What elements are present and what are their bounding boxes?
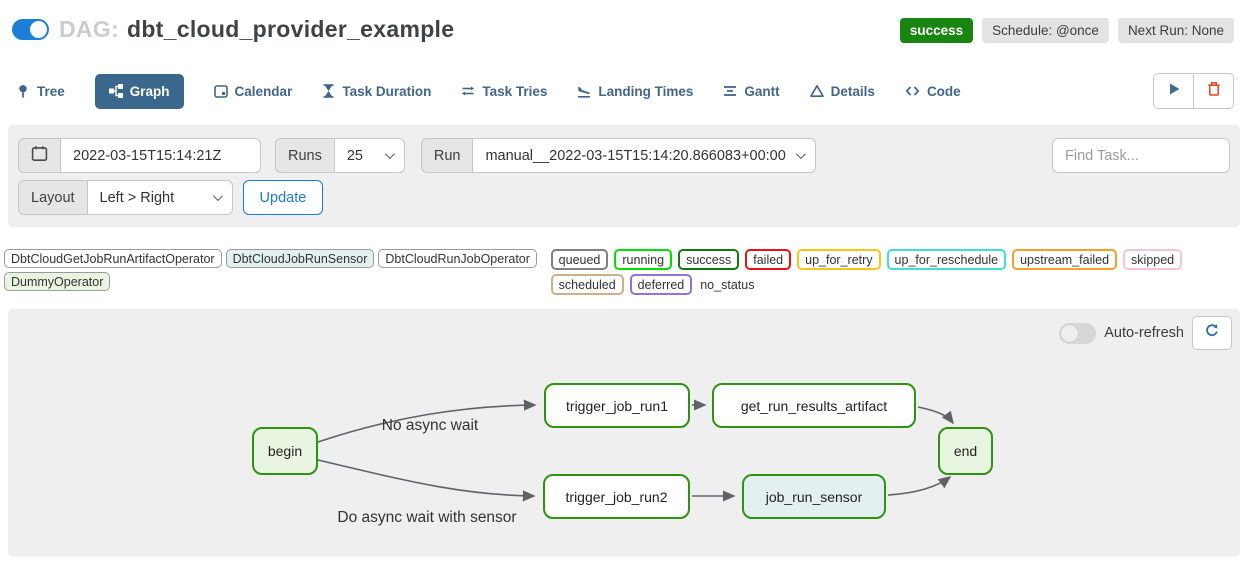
base-date-group — [18, 138, 261, 173]
plane-landing-icon — [577, 84, 591, 98]
update-button[interactable]: Update — [242, 180, 324, 215]
state-chip-up-for-retry: up_for_retry — [797, 249, 881, 270]
hourglass-icon — [322, 84, 335, 98]
refresh-controls: Auto-refresh — [1059, 316, 1232, 350]
state-chip-skipped: skipped — [1123, 249, 1183, 270]
operator-chip: DummyOperator — [4, 272, 111, 291]
dag-pause-toggle[interactable] — [12, 19, 49, 40]
calendar-icon — [213, 84, 228, 98]
edge-label: Do async wait with sensor — [337, 509, 517, 526]
layout-value: Left > Right — [99, 189, 175, 206]
operator-chip: DbtCloudJobRunSensor — [225, 249, 375, 268]
chevron-down-icon — [795, 149, 806, 160]
run-select[interactable]: manual__2022-03-15T15:14:20.866083+00:00 — [473, 138, 816, 173]
repeat-arrows-icon — [461, 84, 475, 98]
state-chip-up-for-reschedule: up_for_reschedule — [886, 249, 1007, 270]
refresh-icon — [1204, 323, 1220, 344]
delete-dag-button[interactable] — [1193, 73, 1234, 109]
chevron-down-icon — [212, 191, 223, 202]
toggle-knob — [30, 21, 47, 38]
filter-panel: Runs 25 Run manual__2022-03-15T15:14:20.… — [8, 125, 1240, 227]
task-node-job-run-sensor[interactable]: job_run_sensor — [742, 474, 886, 519]
pin-icon — [16, 84, 30, 98]
dag-header: DAG: dbt_cloud_provider_example success … — [0, 0, 1248, 43]
tab-label: Code — [926, 83, 961, 99]
tab-gantt[interactable]: Gantt — [723, 83, 780, 99]
tab-code[interactable]: Code — [905, 84, 961, 99]
tab-label: Graph — [129, 83, 170, 99]
state-chip-failed: failed — [745, 249, 792, 270]
num-runs-value: 25 — [346, 147, 363, 164]
state-chip-success: success — [678, 249, 740, 270]
tab-calendar[interactable]: Calendar — [213, 83, 293, 99]
state-chip-scheduled: scheduled — [550, 274, 624, 295]
state-chip-no-status: no_status — [700, 277, 755, 292]
runs-label: Runs — [275, 138, 335, 173]
state-legend: queued running success failed up_for_ret… — [550, 249, 1244, 295]
state-chip-running: running — [614, 249, 673, 270]
chevron-down-icon — [384, 149, 395, 160]
operator-legend: DbtCloudGetJobRunArtifactOperator DbtClo… — [4, 249, 551, 291]
dag-title: dbt_cloud_provider_example — [126, 16, 455, 42]
trigger-dag-button[interactable] — [1153, 73, 1194, 109]
auto-refresh-toggle[interactable] — [1059, 322, 1097, 344]
state-chip-queued: queued — [550, 249, 609, 270]
tab-task-duration[interactable]: Task Duration — [322, 84, 431, 99]
state-chip-deferred: deferred — [629, 274, 693, 295]
run-value: manual__2022-03-15T15:14:20.866083+00:00 — [485, 147, 786, 164]
edge-label: No async wait — [381, 417, 479, 434]
dag-action-buttons — [1153, 73, 1234, 109]
view-tabbar: Tree Graph Calendar Task Duration Task T… — [16, 73, 1234, 109]
header-badges: success Schedule: @once Next Run: None — [899, 18, 1234, 43]
gantt-bars-icon — [723, 84, 737, 98]
sitemap-icon — [108, 84, 123, 98]
task-node-begin[interactable]: begin — [252, 427, 318, 475]
task-node-get-run-results-artifact[interactable]: get_run_results_artifact — [712, 383, 916, 428]
layout-label: Layout — [18, 180, 88, 215]
tab-task-tries[interactable]: Task Tries — [461, 84, 547, 99]
trash-icon — [1207, 81, 1221, 101]
tab-graph[interactable]: Graph — [94, 73, 184, 109]
layout-group: Layout Left > Right — [18, 180, 233, 215]
tab-label: Tree — [37, 83, 65, 99]
refresh-button[interactable] — [1192, 316, 1232, 350]
schedule-badge: Schedule: @once — [982, 18, 1109, 43]
base-date-input[interactable] — [61, 138, 261, 173]
code-brackets-icon — [905, 84, 920, 98]
tab-details[interactable]: Details — [809, 83, 875, 99]
find-task-input[interactable] — [1052, 138, 1230, 173]
tab-label: Gantt — [744, 83, 780, 99]
status-badge: success — [899, 18, 974, 43]
operator-chip: DbtCloudGetJobRunArtifactOperator — [4, 249, 222, 268]
legend-row: DbtCloudGetJobRunArtifactOperator DbtClo… — [4, 249, 1244, 295]
dag-graph-panel: Auto-refresh No async wait Do async wait… — [8, 309, 1240, 557]
tab-label: Details — [830, 83, 875, 99]
task-node-end[interactable]: end — [938, 427, 993, 475]
tab-tree[interactable]: Tree — [16, 84, 65, 99]
tab-label: Task Duration — [342, 83, 432, 99]
dag-prefix-label: DAG: — [59, 16, 119, 42]
state-chip-upstream-failed: upstream_failed — [1012, 249, 1118, 270]
layout-select[interactable]: Left > Right — [87, 180, 233, 215]
calendar-icon — [31, 145, 48, 166]
tab-landing-times[interactable]: Landing Times — [577, 84, 693, 99]
next-run-badge: Next Run: None — [1117, 18, 1234, 43]
operator-chip: DbtCloudRunJobOperator — [378, 249, 537, 268]
dag-edges — [317, 399, 954, 502]
calendar-addon[interactable] — [18, 138, 61, 173]
num-runs-select[interactable]: 25 — [334, 138, 405, 173]
tab-label: Calendar — [234, 83, 293, 99]
play-icon — [1167, 82, 1181, 101]
run-label: Run — [420, 138, 474, 173]
auto-refresh-label: Auto-refresh — [1104, 325, 1184, 341]
toggle-knob — [1061, 324, 1079, 342]
task-node-trigger-job-run2[interactable]: trigger_job_run2 — [543, 474, 690, 519]
triangle-icon — [809, 84, 824, 98]
run-group: Run manual__2022-03-15T15:14:20.866083+0… — [420, 138, 816, 173]
task-node-trigger-job-run1[interactable]: trigger_job_run1 — [544, 383, 690, 428]
tab-label: Task Tries — [482, 83, 548, 99]
num-runs-group: Runs 25 — [275, 138, 405, 173]
tab-label: Landing Times — [598, 83, 694, 99]
